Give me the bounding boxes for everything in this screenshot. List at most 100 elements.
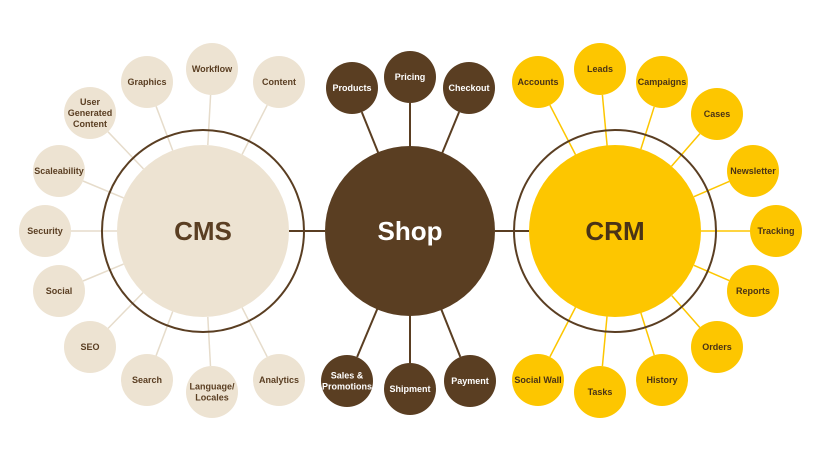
crm-hub-circle (529, 145, 701, 317)
shop-node-checkout[interactable]: Checkout (443, 62, 495, 114)
crm-node-circle (727, 145, 779, 197)
shop-spoke-checkout (440, 111, 461, 155)
crm-node-reports[interactable]: Reports (727, 265, 779, 317)
cms-node-scaleability[interactable]: Scaleability (33, 145, 85, 197)
crm-spoke-reports (693, 264, 730, 282)
cms-node-label: Security (27, 226, 63, 236)
cms-node-label: SEO (80, 342, 99, 352)
crm-node-history[interactable]: History (636, 354, 688, 406)
cms-hub[interactable]: CMS (117, 145, 289, 317)
cms-node-label: Search (132, 375, 162, 385)
shop-spoke-payment (439, 307, 462, 358)
crm-node-circle (512, 354, 564, 406)
crm-node-label: Accounts (517, 77, 558, 87)
cms-node-search[interactable]: Search (121, 354, 173, 406)
cms-spoke-graphics (155, 106, 174, 151)
crm-node-newsletter[interactable]: Newsletter (727, 145, 779, 197)
shop-node-label: Payment (451, 376, 489, 386)
shop-spoke-products (360, 111, 380, 155)
cms-node-circle (253, 56, 305, 108)
cms-node-circle (19, 205, 71, 257)
crm-node-label: Social Wall (514, 375, 561, 385)
cms-outer-ring (101, 129, 305, 333)
cms-hub-circle (117, 145, 289, 317)
crm-node-circle (512, 56, 564, 108)
shop-node-label: Pricing (395, 72, 426, 82)
crm-node-circle (727, 265, 779, 317)
crm-node-tasks[interactable]: Tasks (574, 366, 626, 418)
crm-node-tracking[interactable]: Tracking (750, 205, 802, 257)
crm-node-label: Tracking (757, 226, 794, 236)
cms-node-label: Content (262, 77, 296, 87)
shop-node-circle (384, 51, 436, 103)
cms-node-circle (33, 265, 85, 317)
crm-node-accounts[interactable]: Accounts (512, 56, 564, 108)
crm-node-label: Campaigns (638, 77, 687, 87)
cms-node-graphics[interactable]: Graphics (121, 56, 173, 108)
shop-node-circle (326, 62, 378, 114)
cms-node-circle (64, 321, 116, 373)
cms-spoke-language-locales (207, 316, 212, 367)
crm-outer-ring (513, 129, 717, 333)
crm-node-circle (691, 88, 743, 140)
shop-node-circle (384, 363, 436, 415)
cms-node-social[interactable]: Social (33, 265, 85, 317)
shop-hub-circle (325, 146, 495, 316)
crm-node-circle (691, 321, 743, 373)
cms-spoke-user-generated-content (107, 131, 145, 170)
shop-node-sales-promotions[interactable]: Sales &Promotions (321, 355, 373, 407)
crm-node-label: Newsletter (730, 166, 776, 176)
crm-node-label: Reports (736, 286, 770, 296)
crm-node-circle (750, 205, 802, 257)
cms-node-circle (33, 145, 85, 197)
crm-spoke-history (640, 312, 655, 356)
cms-spoke-scaleability (82, 180, 124, 199)
crm-node-label: Orders (702, 342, 732, 352)
crm-node-label: Leads (587, 64, 613, 74)
crm-spoke-social-wall (549, 307, 577, 358)
crm-spoke-cases (670, 133, 701, 167)
cms-node-analytics[interactable]: Analytics (253, 354, 305, 406)
crm-node-campaigns[interactable]: Campaigns (636, 56, 688, 108)
cms-node-seo[interactable]: SEO (64, 321, 116, 373)
crm-hub-title: CRM (585, 216, 644, 246)
cms-node-label: Analytics (259, 375, 299, 385)
shop-node-shipment[interactable]: Shipment (384, 363, 436, 415)
cms-node-label: Social (46, 286, 73, 296)
crm-node-cases[interactable]: Cases (691, 88, 743, 140)
cms-node-label: Language/Locales (189, 382, 235, 403)
shop-node-label: Checkout (448, 83, 489, 93)
cms-node-language-locales[interactable]: Language/Locales (186, 366, 238, 418)
crm-node-leads[interactable]: Leads (574, 43, 626, 95)
shop-node-pricing[interactable]: Pricing (384, 51, 436, 103)
crm-node-label: History (646, 375, 677, 385)
crm-hub[interactable]: CRM (529, 145, 701, 317)
cms-spoke-search (155, 311, 174, 356)
cms-hub-title: CMS (174, 216, 232, 246)
crm-node-circle (636, 354, 688, 406)
crm-node-social-wall[interactable]: Social Wall (512, 354, 564, 406)
shop-node-label: Sales &Promotions (322, 371, 372, 392)
cms-spoke-analytics (241, 307, 268, 358)
cms-node-circle (253, 354, 305, 406)
cms-node-label: Scaleability (34, 166, 84, 176)
cms-spoke-social (82, 263, 124, 282)
cms-node-security[interactable]: Security (19, 205, 71, 257)
crm-spoke-orders (671, 295, 701, 328)
crm-node-label: Cases (704, 109, 731, 119)
cms-node-label: Graphics (127, 77, 166, 87)
cms-node-workflow[interactable]: Workflow (186, 43, 238, 95)
shop-node-label: Shipment (389, 384, 430, 394)
crm-spoke-tasks (601, 316, 608, 367)
crm-node-label: Tasks (588, 387, 613, 397)
shop-node-products[interactable]: Products (326, 62, 378, 114)
crm-node-circle (574, 366, 626, 418)
shop-node-payment[interactable]: Payment (444, 355, 496, 407)
shop-hub[interactable]: Shop (325, 146, 495, 316)
shop-node-circle (444, 355, 496, 407)
crm-node-orders[interactable]: Orders (691, 321, 743, 373)
cms-node-content[interactable]: Content (253, 56, 305, 108)
